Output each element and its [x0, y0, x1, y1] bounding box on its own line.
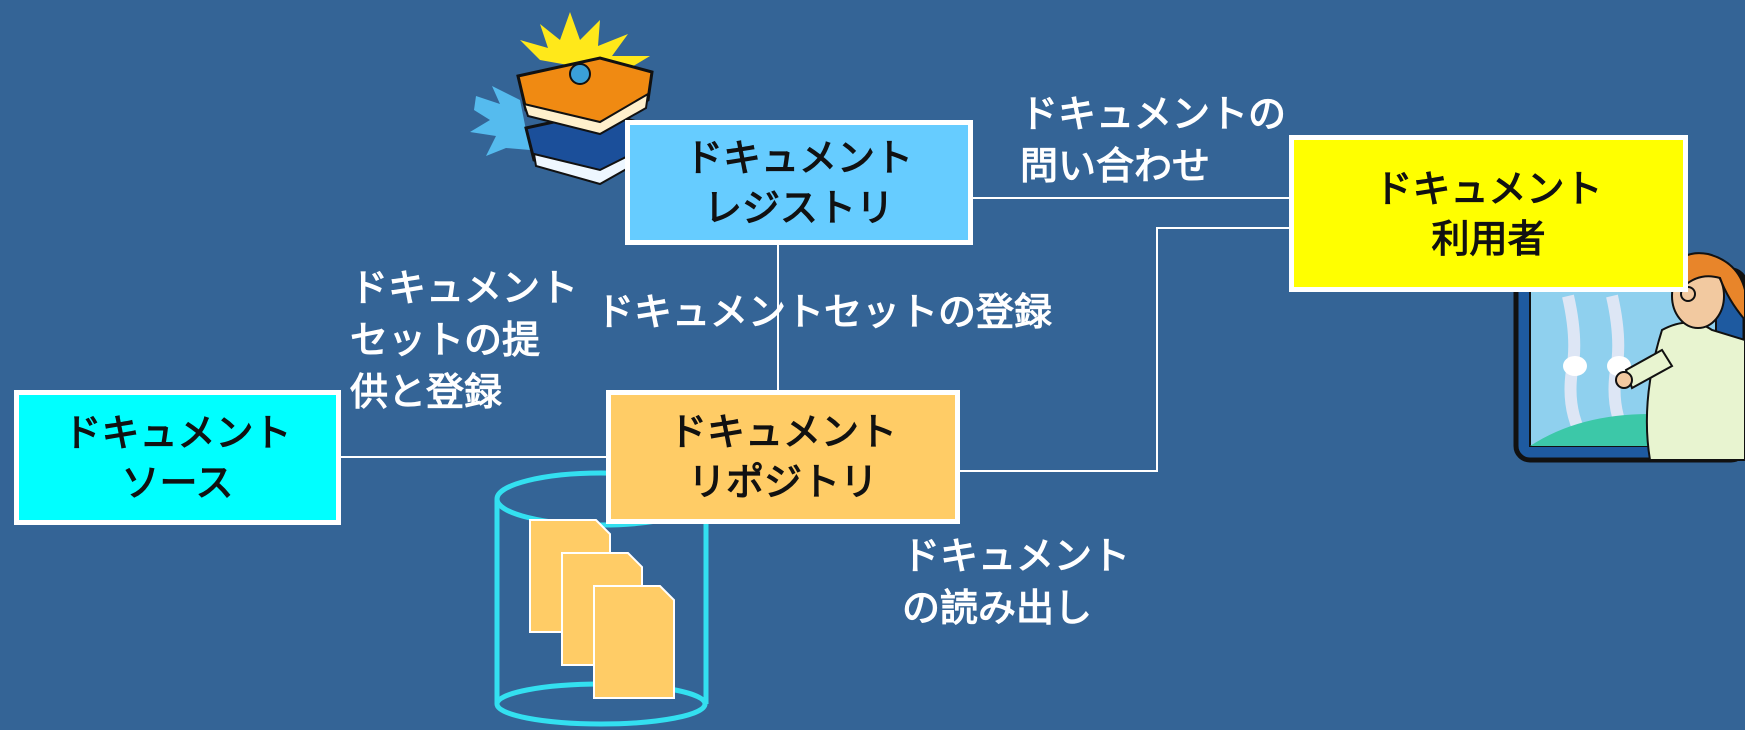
query-label: ドキュメントの 問い合わせ	[1020, 92, 1287, 188]
doctor-viewing-xray-icon	[1513, 252, 1745, 463]
provide-register-label: ドキュメント セットの提 供と登録	[350, 266, 579, 414]
connector-repository-consumer	[958, 227, 1290, 472]
retrieve-label: ドキュメント の読み出し	[902, 534, 1131, 630]
register-set-label: ドキュメントセットの登録	[596, 290, 1053, 334]
document-consumer-box: ドキュメント 利用者	[1289, 135, 1688, 292]
document-source-box: ドキュメント ソース	[14, 390, 341, 525]
connectors	[340, 197, 1290, 472]
document-stack-icon	[529, 519, 675, 699]
document-repository-box: ドキュメント リポジトリ	[606, 390, 960, 524]
document-registry-box: ドキュメント レジストリ	[625, 120, 973, 245]
